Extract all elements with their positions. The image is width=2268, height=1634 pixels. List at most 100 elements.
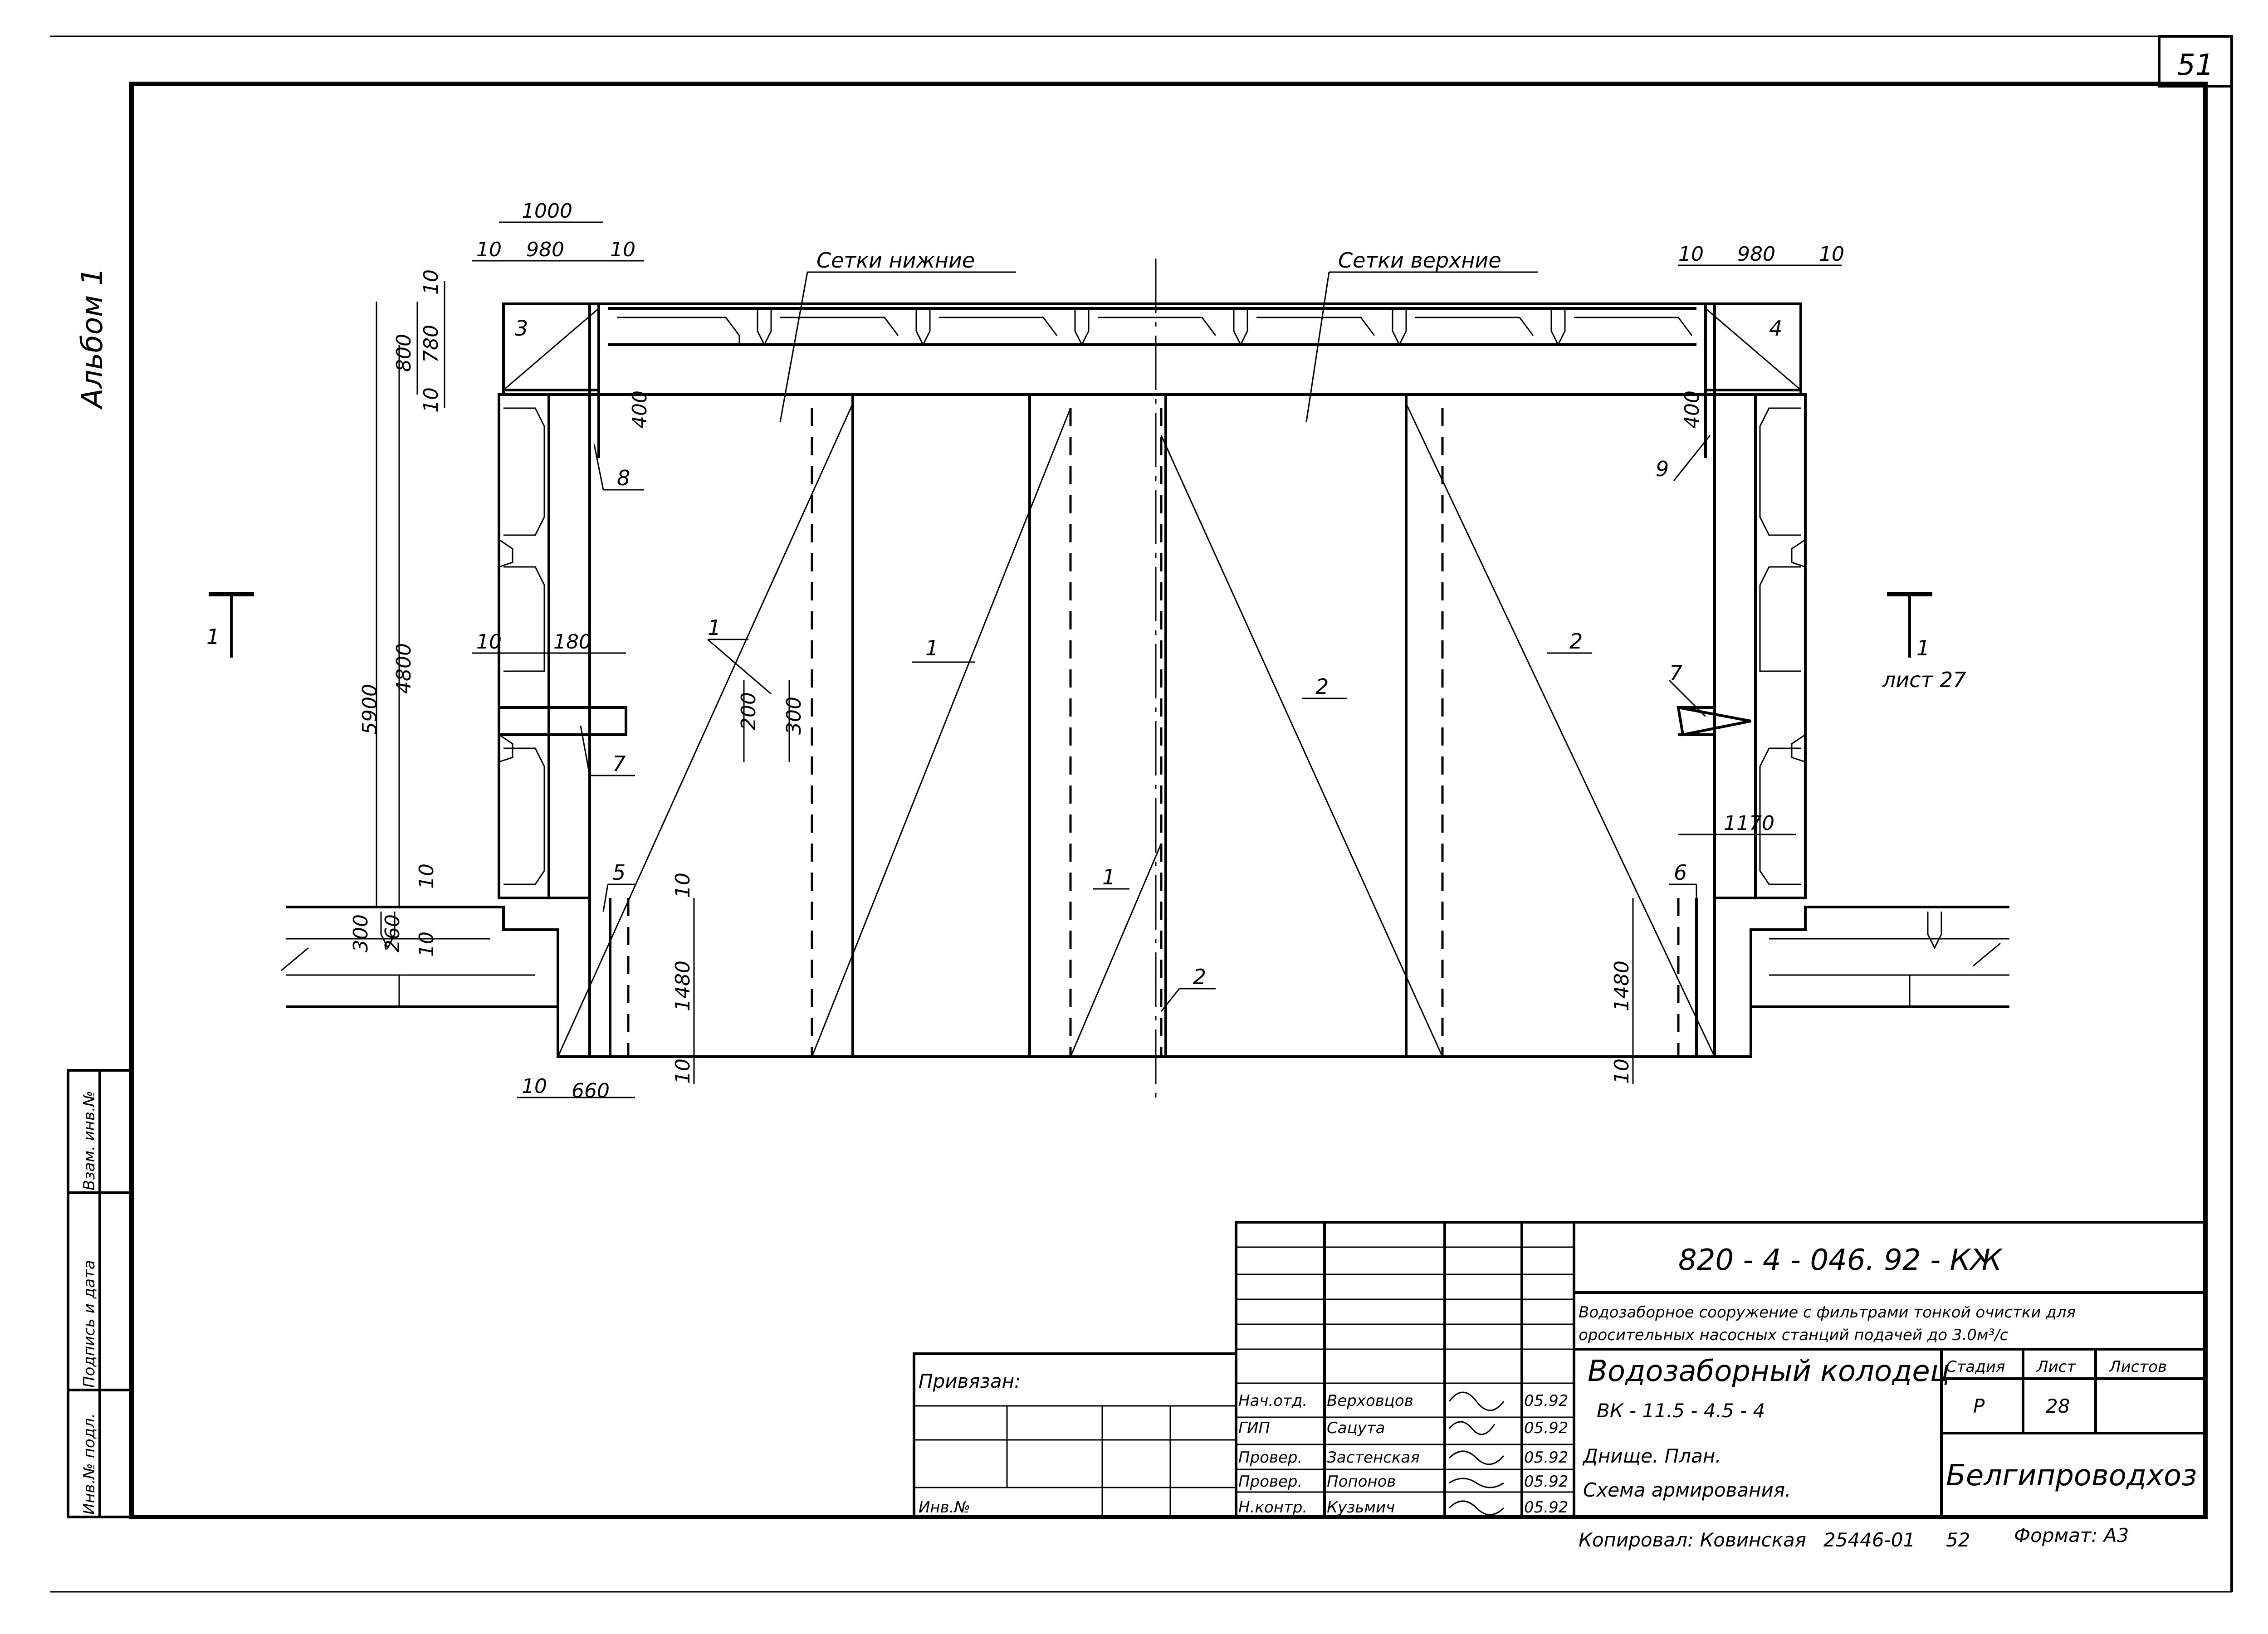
dim-10-j: 10: [671, 873, 694, 898]
album-label: Альбом 1: [76, 268, 109, 410]
dim-980-left: 980: [526, 238, 564, 261]
title-line2: ВК - 11.5 - 4.5 - 4: [1597, 1400, 1765, 1422]
dim-10-l: 10: [1610, 1058, 1633, 1084]
stage-value: Р: [1973, 1395, 1985, 1417]
signature-marks: [1448, 1391, 1505, 1516]
signer-0-name: Верховцов: [1327, 1392, 1413, 1410]
dim-4800: 4800: [392, 643, 415, 694]
footer-copied: Копировал: Ковинская: [1579, 1529, 1806, 1551]
corner-block-left: [502, 302, 600, 458]
svg-text:1: 1: [1916, 636, 1930, 660]
pos-2-b: 2: [1569, 629, 1583, 654]
pos-3: 3: [515, 316, 528, 341]
pos-2-c: 2: [1193, 965, 1206, 989]
left-wall: [498, 393, 627, 899]
dim-10-i: 10: [415, 932, 438, 957]
description-line1: Водозаборное сооружение с фильтрами тонк…: [1579, 1303, 2076, 1322]
organization: Белгипроводхоз: [1946, 1459, 2197, 1493]
signer-2-date: 05.92: [1524, 1449, 1568, 1467]
dim-300-mid: 300: [782, 697, 806, 735]
description-line2: оросительных насосных станций подачей до…: [1579, 1326, 2009, 1344]
subtitle-line2: Схема армирования.: [1583, 1479, 1791, 1501]
dim-10-d: 10: [1819, 243, 1844, 266]
dim-10-c: 10: [1678, 243, 1704, 266]
title-block: Привязан: Инв.№ Нач.отд. Верховцов 05.92…: [913, 1221, 2207, 1518]
pos-9: 9: [1656, 457, 1669, 481]
signer-0-date: 05.92: [1524, 1392, 1568, 1410]
dim-1170: 1170: [1724, 812, 1774, 835]
dim-800: 800: [392, 334, 415, 372]
dim-5900: 5900: [358, 684, 381, 735]
signer-2-name: Застенская: [1327, 1449, 1420, 1467]
section-marker-right: 1 лист 27: [1882, 592, 1966, 692]
pos-1-c: 1: [1102, 865, 1115, 889]
dim-400-left: 400: [628, 390, 651, 429]
sheet-value: 28: [2046, 1395, 2070, 1417]
signer-1-name: Сацута: [1327, 1419, 1385, 1437]
signer-0-role: Нач.отд.: [1238, 1392, 1307, 1410]
dim-400-right: 400: [1681, 390, 1704, 429]
inv-label: Инв.№: [919, 1498, 970, 1517]
pos-8: 8: [617, 466, 630, 490]
bar-7-right: [1677, 706, 1751, 737]
signer-3-date: 05.92: [1524, 1473, 1568, 1491]
dim-1000: 1000: [522, 200, 572, 223]
footer: Копировал: Ковинская 25446-01 52 Формат:…: [1579, 1524, 2129, 1551]
side-stamp-inv-podl: Инв.№ подл.: [80, 1413, 98, 1515]
sheets-header: Листов: [2108, 1358, 2167, 1376]
mesh-bottom-label: Сетки нижние: [816, 248, 975, 273]
mesh-top-label: Сетки верхние: [1338, 248, 1501, 273]
svg-text:1: 1: [206, 624, 220, 649]
dim-10-m: 10: [522, 1075, 547, 1098]
signer-4-name: Кузьмич: [1327, 1498, 1395, 1517]
signer-1-role: ГИП: [1238, 1419, 1270, 1437]
side-stamp: Взам. инв.№ Подпись и дата Инв.№ подл.: [67, 1069, 133, 1518]
dim-10-a: 10: [476, 238, 502, 261]
pos-1-a: 1: [708, 615, 721, 640]
privyazan-label: Привязан:: [919, 1370, 1021, 1392]
dim-660: 660: [572, 1079, 610, 1102]
top-beam: [502, 302, 1802, 396]
bottom-slab: [281, 898, 2009, 1058]
corner-block-right: [1704, 302, 1802, 458]
dim-180: 180: [553, 630, 591, 654]
dim-10-g: 10: [476, 630, 502, 654]
signer-3-name: Попонов: [1327, 1473, 1396, 1491]
position-callouts: 3 4 8 9 1 1 2 2 7 7 1 2 5 6: [515, 316, 1782, 1012]
dimensions: 1000 10 980 10 10 980 10 800 780 10 10 5…: [349, 200, 1844, 1102]
sheet-header: Лист: [2036, 1358, 2076, 1376]
dim-1480-right: 1480: [1610, 961, 1633, 1011]
pos-5: 5: [612, 860, 626, 885]
signer-4-role: Н.контр.: [1238, 1498, 1307, 1517]
pos-2-a: 2: [1315, 674, 1329, 699]
side-stamp-vzam: Взам. инв.№: [80, 1091, 98, 1190]
stage-header: Стадия: [1946, 1358, 2005, 1376]
signer-2-role: Провер.: [1238, 1449, 1302, 1467]
footer-format: Формат: А3: [2014, 1524, 2129, 1546]
signer-1-date: 05.92: [1524, 1419, 1568, 1437]
dim-980-right: 980: [1737, 243, 1775, 266]
pos-4: 4: [1769, 316, 1782, 341]
dim-1480-left: 1480: [671, 961, 694, 1011]
signer-4-date: 05.92: [1524, 1498, 1568, 1517]
pos-1-b: 1: [925, 636, 938, 660]
side-stamp-podpis: Подпись и дата: [80, 1260, 98, 1388]
sheet-ref: лист 27: [1882, 668, 1966, 692]
drawing-frame: [129, 82, 2208, 1519]
document-code: 820 - 4 - 046. 92 - КЖ: [1678, 1244, 2003, 1277]
dim-300-bottom: 300: [349, 914, 372, 952]
section-marker-left: 1: [206, 592, 254, 658]
signer-3-role: Провер.: [1238, 1473, 1302, 1491]
pos-7-right: 7: [1669, 661, 1682, 685]
footer-number: 25446-01: [1823, 1529, 1915, 1551]
title-line1: Водозаборный колодец: [1588, 1355, 1950, 1388]
dim-10-f: 10: [420, 387, 443, 413]
dim-10-e: 10: [420, 269, 443, 295]
pos-6: 6: [1674, 860, 1687, 885]
plan-drawing: 1 1 лист 27 Сетки нижние Сетки верхние 3…: [206, 200, 2009, 1107]
page-number: 51: [2177, 49, 2214, 82]
dim-10-h: 10: [415, 863, 438, 889]
dim-10-k: 10: [671, 1058, 694, 1084]
dim-10-b: 10: [610, 238, 635, 261]
